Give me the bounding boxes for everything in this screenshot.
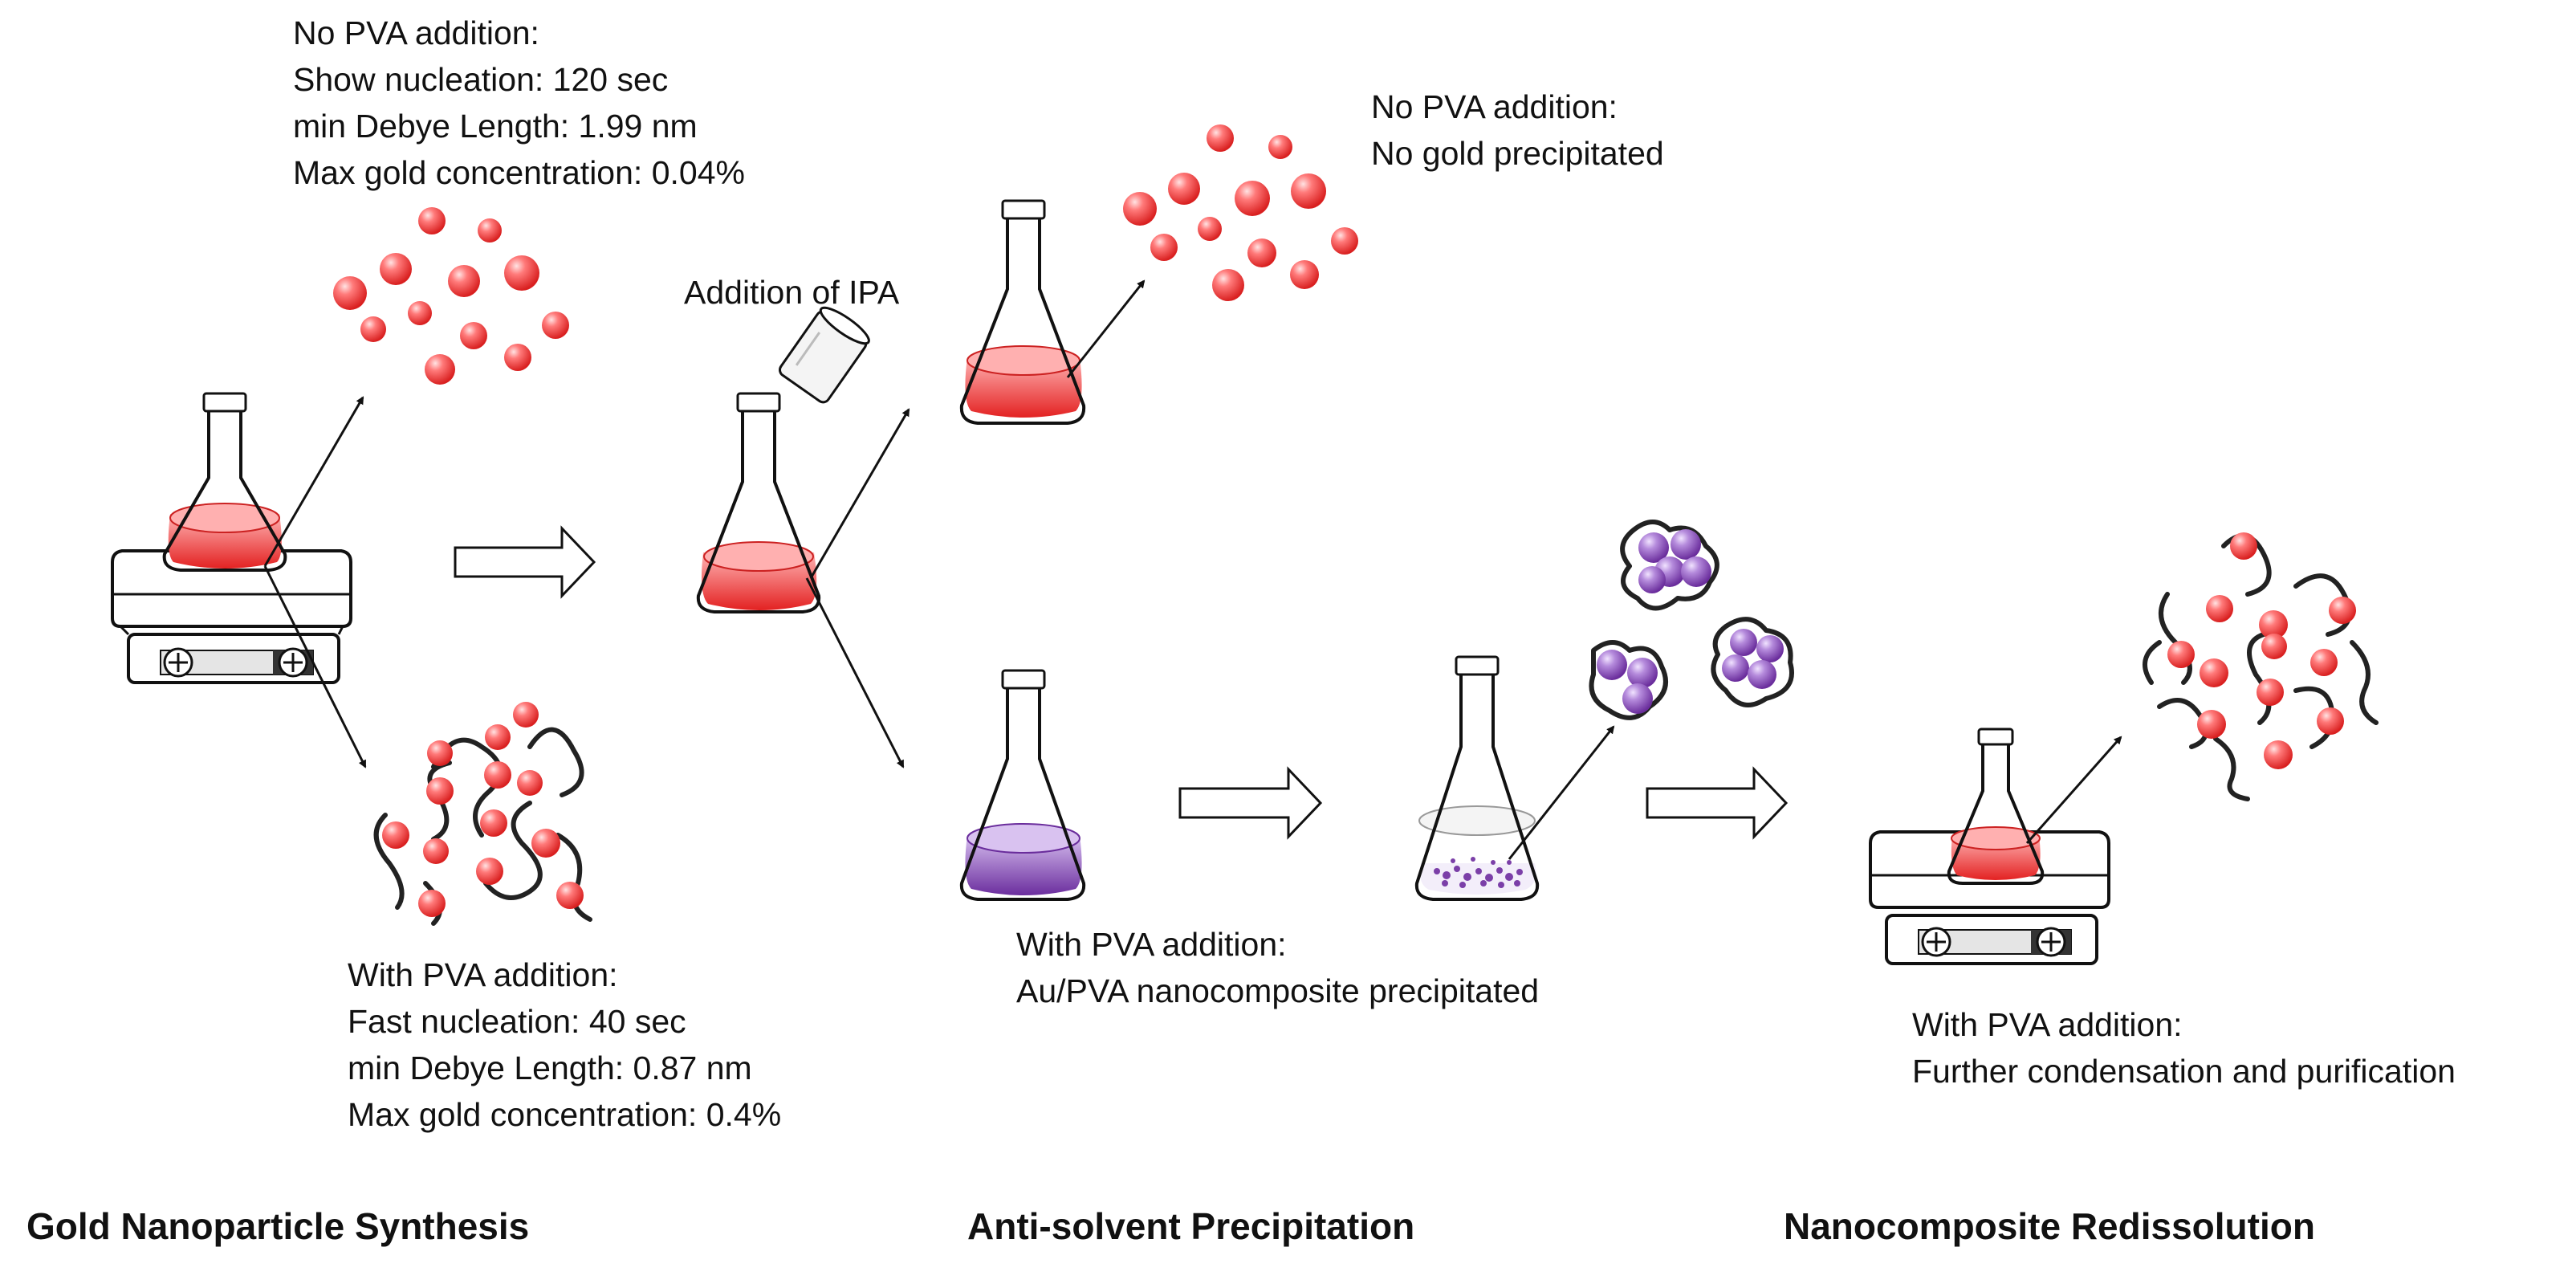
process-arrow-2 [1178,766,1323,840]
gold-nanoparticles-dispersed [1123,124,1358,301]
arrow-to-dispersed-particles [1066,279,1146,378]
annotation-heading: With PVA addition: [1016,926,1287,963]
stage-title-redissolution: Nanocomposite Redissolution [1784,1205,2315,1247]
no-pva-synthesis-annotation: No PVA addition: Show nucleation: 120 se… [293,10,745,196]
with-pva-precipitation-annotation: With PVA addition: Au/PVA nanocomposite … [1016,921,1539,1014]
gold-pva-particles-redissolved [2143,532,2379,801]
arrow-to-pva-particles [263,565,367,768]
knob-icon [278,647,308,678]
flask-no-pva [959,199,1086,425]
annotation-line: Fast nucleation: 40 sec [348,1003,686,1040]
arrow-to-no-pva-particles [263,396,364,567]
annotation-line: min Debye Length: 1.99 nm [293,108,698,145]
with-pva-synthesis-annotation: With PVA addition: Fast nucleation: 40 s… [348,952,781,1138]
annotation-line: Further condensation and purification [1912,1053,2456,1090]
annotation-heading: With PVA addition: [348,956,618,993]
annotation-line: Max gold concentration: 0.4% [348,1096,782,1133]
process-arrow-1 [454,525,596,599]
annotation-heading: With PVA addition: [1912,1006,2183,1043]
arrow-to-pva-flask [805,577,905,768]
au-pva-clusters [1589,520,1794,720]
knob-icon [2036,927,2066,957]
flask-ipa [696,392,821,613]
gold-nanoparticles-no-pva [333,207,569,385]
annotation-heading: No PVA addition: [1371,88,1618,125]
arrow-to-redissolved-particles [2025,736,2122,844]
annotation-line: Max gold concentration: 0.04% [293,154,745,191]
with-pva-redissolution-annotation: With PVA addition: Further condensation … [1912,1001,2456,1094]
annotation-heading: No PVA addition: [293,14,539,51]
stage-title-synthesis: Gold Nanoparticle Synthesis [26,1205,530,1247]
stage-title-precipitation: Anti-solvent Precipitation [967,1205,1415,1247]
ipa-label: Addition of IPA [684,274,900,311]
ipa-beaker [779,306,870,404]
knob-icon [163,647,193,678]
annotation-line: Show nucleation: 120 sec [293,61,669,98]
flask-redissolution [1947,728,2045,885]
flask-gold-synthesis [162,392,287,572]
no-pva-precipitation-annotation: No PVA addition: No gold precipitated [1371,84,1664,177]
hot-plate-1 [111,549,352,684]
flask-pva-purple [959,669,1086,901]
annotation-line: min Debye Length: 0.87 nm [348,1050,752,1086]
gold-pva-particles-synthesis [373,702,592,926]
annotation-line: Au/PVA nanocomposite precipitated [1016,972,1540,1009]
knob-icon [1921,927,1951,957]
annotation-line: No gold precipitated [1371,135,1664,172]
process-arrow-3 [1646,766,1789,840]
arrow-to-no-pva-flask [809,408,910,579]
flask-precipitate [1414,655,1540,901]
arrow-to-au-pva-clusters [1508,725,1615,860]
